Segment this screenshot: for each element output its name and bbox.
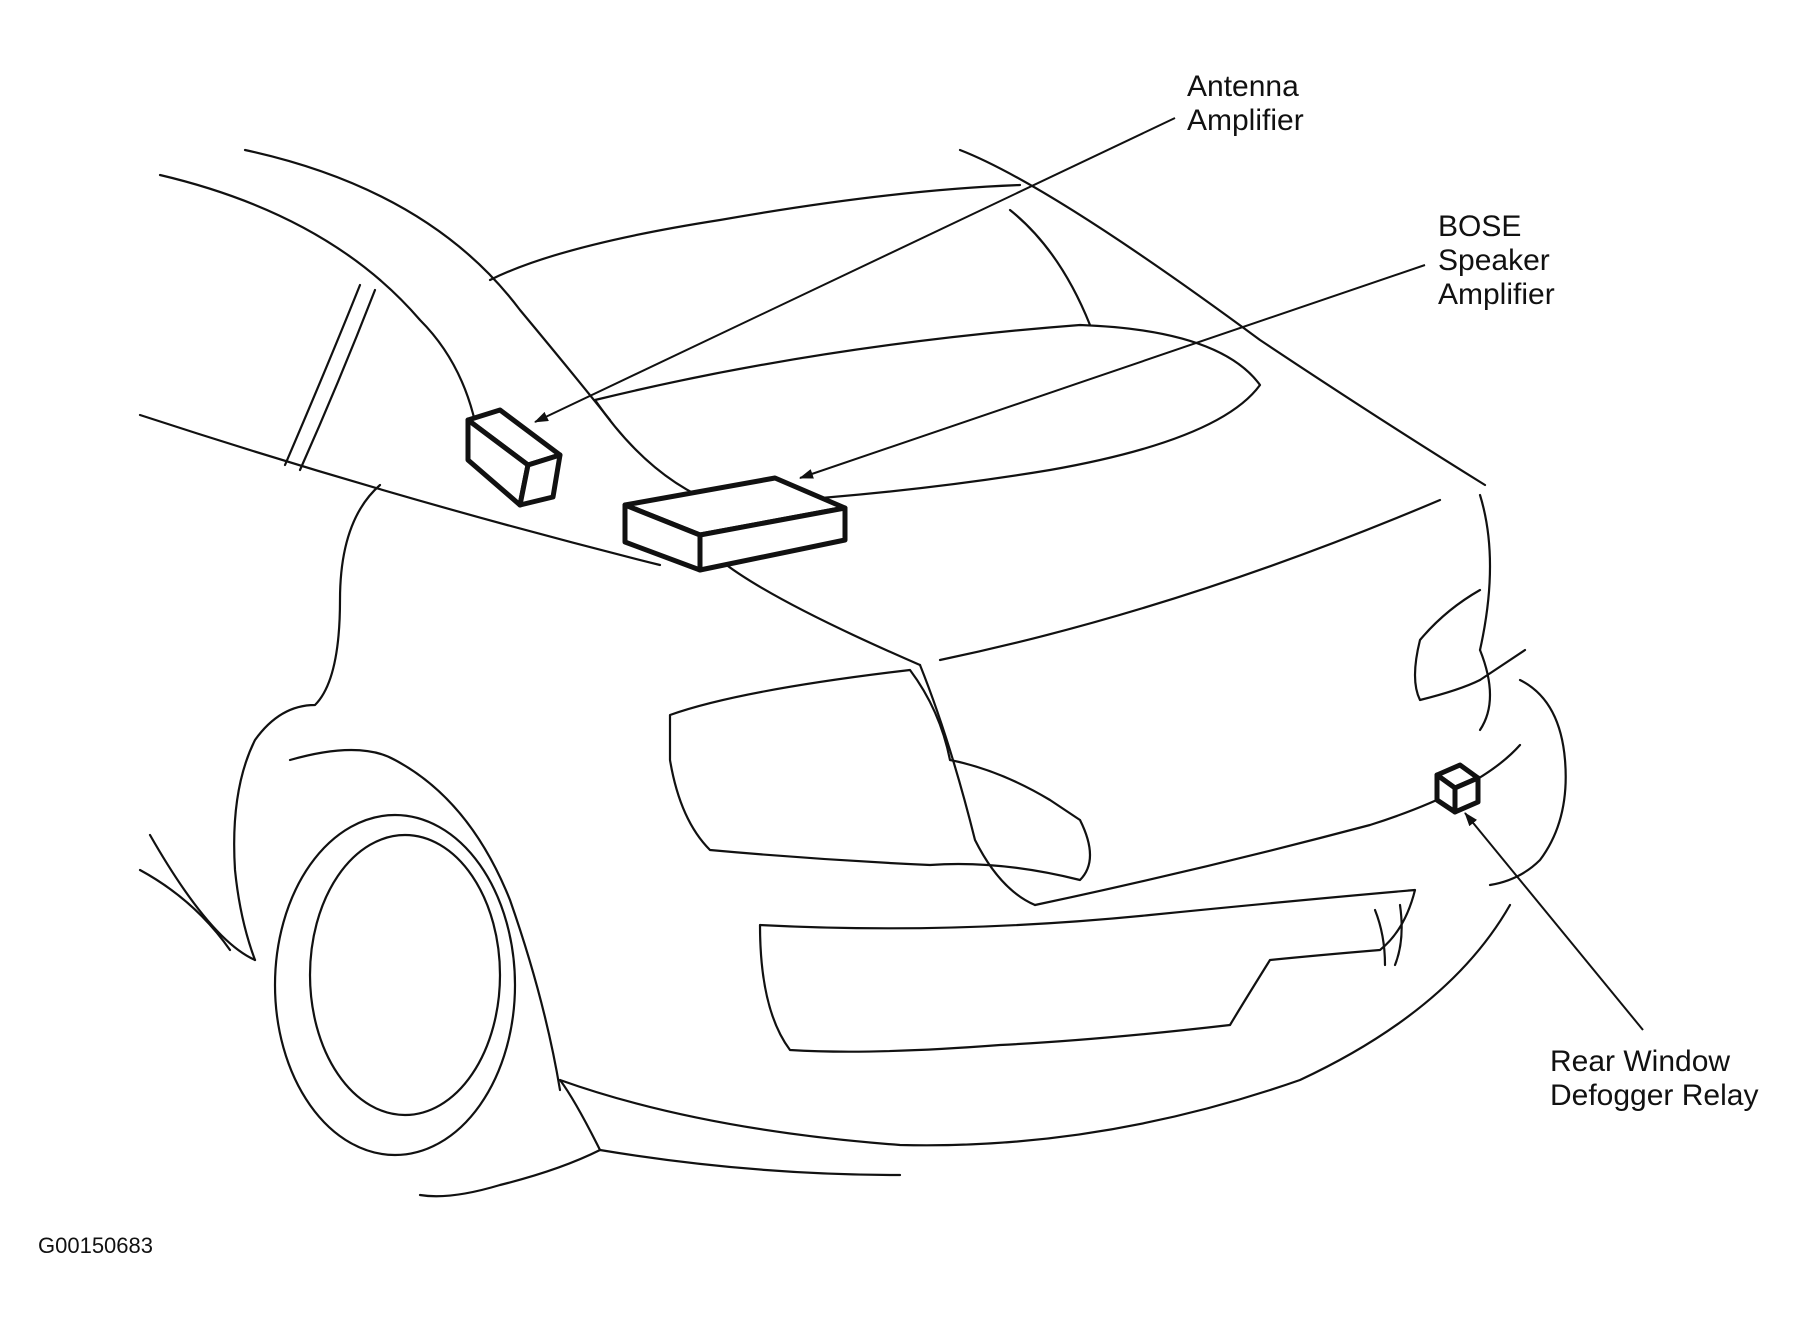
rear-window-defogger-relay-label-line-1: Rear Window [1550,1045,1731,1078]
figure-code: G00150683 [38,1233,153,1258]
rear-window-defogger-relay-label-line-2: Defogger Relay [1550,1079,1759,1112]
antenna-amplifier-box [465,407,563,508]
rear-window-defogger-relay-box [1434,762,1481,815]
bose-speaker-amplifier-label-line-2: Speaker [1438,244,1550,277]
bose-speaker-amplifier-leader [799,264,1426,479]
antenna-amplifier-leader [534,117,1176,423]
car-outline [138,148,1567,1198]
bose-speaker-amplifier-label: BOSE Speaker Amplifier [1438,210,1555,312]
antenna-amplifier-label: Antenna Amplifier [1187,70,1304,138]
rear-window-defogger-relay-leader [1464,812,1644,1031]
bose-speaker-amplifier-label-line-1: BOSE [1438,210,1522,243]
leader-lines [534,117,1644,1031]
rear-window-defogger-relay-label: Rear Window Defogger Relay [1550,1045,1758,1113]
antenna-amplifier-label-line-2: Amplifier [1187,104,1304,137]
bose-speaker-amplifier-box [622,475,848,573]
antenna-amplifier-label-line-1: Antenna [1187,70,1299,103]
bose-speaker-amplifier-label-line-3: Amplifier [1438,278,1555,311]
